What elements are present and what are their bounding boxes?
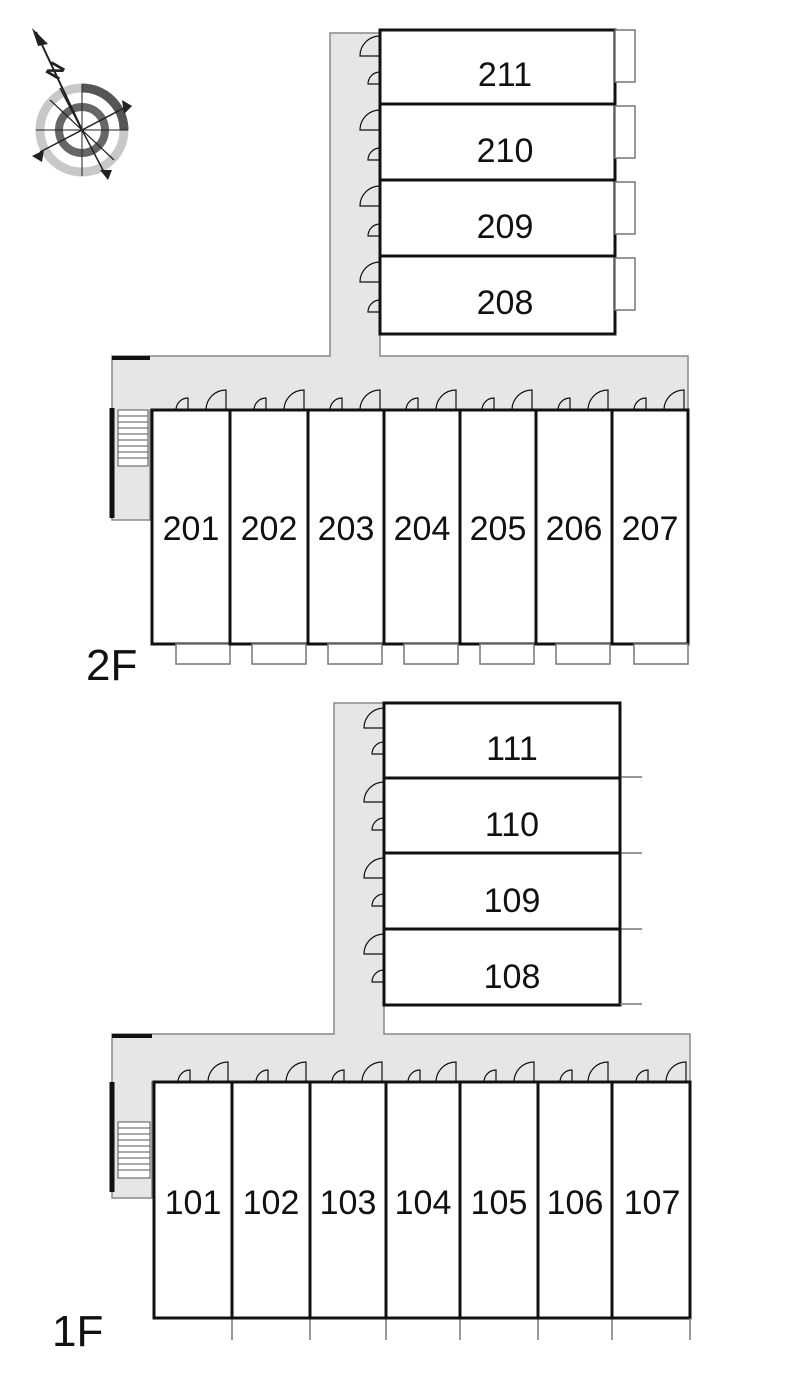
unit-label: 211: [478, 56, 532, 94]
unit-105: 105: [458, 1061, 540, 1340]
unit-label: 106: [547, 1184, 604, 1222]
unit-107: 107: [610, 1061, 692, 1340]
unit-205: 205: [458, 389, 538, 665]
unit-label: 110: [485, 806, 539, 844]
unit-201: 201: [150, 389, 232, 665]
unit-label: 108: [484, 958, 541, 996]
unit-label: 203: [318, 510, 375, 548]
unit-109: 109: [363, 851, 642, 931]
unit-label: 109: [484, 882, 541, 920]
unit-204: 204: [382, 389, 462, 665]
unit-101: 101: [152, 1061, 234, 1340]
unit-label: 202: [241, 510, 298, 548]
unit-206: 206: [534, 389, 614, 665]
unit-label: 209: [477, 208, 534, 246]
floor-label-1f: 1F: [52, 1307, 103, 1356]
unit-203: 203: [306, 389, 386, 665]
floor-label-2f: 2F: [86, 641, 137, 690]
compass-rose-icon: N: [32, 28, 132, 180]
unit-108: 108: [363, 927, 642, 1007]
floor-1f: 111 110 109 108 101: [52, 701, 692, 1356]
unit-label: 205: [470, 510, 527, 548]
floor-2f: 211 210 209 208 201: [86, 28, 690, 690]
staircase-2f: [117, 409, 149, 467]
unit-207: 207: [610, 389, 690, 665]
unit-111: 111: [363, 701, 642, 780]
unit-label: 210: [477, 132, 534, 170]
unit-208: 208: [359, 254, 636, 336]
unit-label: 103: [320, 1184, 377, 1222]
unit-103: 103: [308, 1061, 388, 1340]
unit-label: 111: [486, 730, 538, 768]
unit-102: 102: [230, 1061, 312, 1340]
unit-label: 201: [163, 510, 220, 548]
unit-label: 101: [165, 1184, 222, 1222]
unit-110: 110: [363, 776, 642, 855]
unit-label: 208: [477, 284, 534, 322]
unit-202: 202: [228, 389, 310, 665]
unit-label: 206: [546, 510, 603, 548]
staircase-1f: [117, 1121, 151, 1179]
unit-209: 209: [359, 178, 636, 258]
unit-label: 102: [243, 1184, 300, 1222]
unit-210: 210: [359, 102, 636, 182]
unit-106: 106: [536, 1061, 614, 1340]
unit-211: 211: [359, 28, 636, 106]
unit-label: 104: [395, 1184, 452, 1222]
unit-label: 107: [624, 1184, 681, 1222]
unit-104: 104: [384, 1061, 462, 1340]
unit-label: 105: [471, 1184, 528, 1222]
unit-label: 207: [622, 510, 679, 548]
compass-north-label: N: [41, 57, 71, 83]
unit-label: 204: [394, 510, 451, 548]
